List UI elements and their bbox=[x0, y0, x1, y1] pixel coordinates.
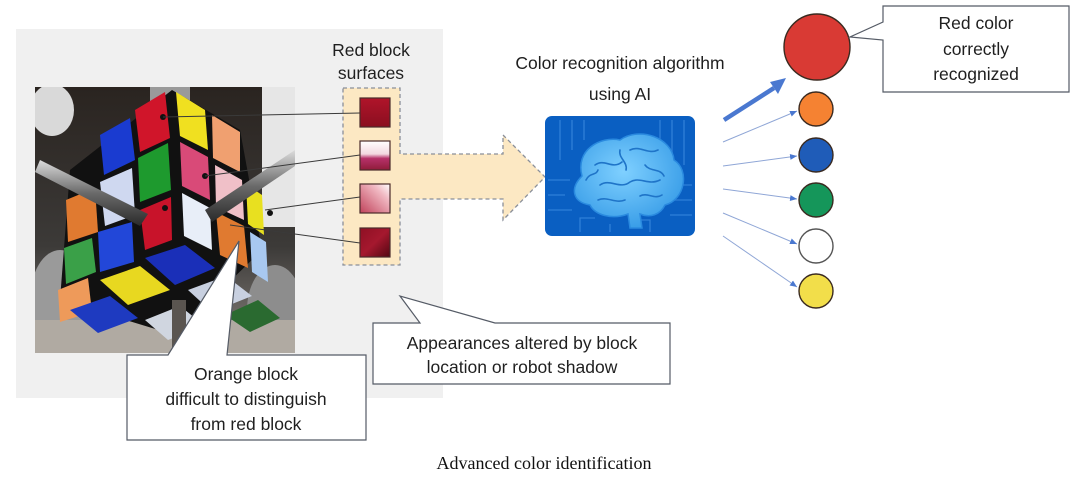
cube-sticker bbox=[180, 142, 210, 200]
orange-callout-text-2: difficult to distinguish bbox=[165, 389, 326, 409]
color-circle-orange bbox=[798, 91, 834, 127]
color-circle-yellow bbox=[798, 273, 834, 309]
input-arrow bbox=[342, 87, 546, 266]
arrow-to-red bbox=[722, 86, 776, 122]
appearances-callout-text-2: location or robot shadow bbox=[427, 357, 618, 377]
appearances-callout-text: Appearances altered by block bbox=[407, 333, 638, 353]
color-circle-red bbox=[783, 13, 851, 81]
red-swatches bbox=[359, 97, 391, 258]
cube-sticker bbox=[135, 92, 170, 152]
cube-sticker bbox=[176, 92, 208, 150]
swatch-glare bbox=[359, 140, 391, 171]
algorithm-label-2: using AI bbox=[589, 84, 651, 104]
swatch-dark-red bbox=[359, 227, 391, 258]
orange-callout-text: Orange block bbox=[194, 364, 298, 384]
cube-sticker bbox=[145, 245, 215, 285]
cube-sticker bbox=[250, 232, 268, 282]
red-callout-text: Red color bbox=[939, 13, 1014, 33]
arrow-to-red-head bbox=[770, 78, 786, 94]
orange-callout-text-3: from red block bbox=[191, 414, 302, 434]
red-callout-text-2: correctly bbox=[943, 39, 1009, 59]
cube-sticker bbox=[98, 222, 134, 272]
cube-sticker bbox=[225, 300, 280, 332]
arrow-to-white bbox=[722, 212, 798, 245]
output-color-circles bbox=[783, 13, 851, 309]
arrow-to-blue bbox=[722, 153, 798, 167]
cube-sticker bbox=[138, 143, 171, 202]
orange-block-callout bbox=[126, 240, 367, 441]
cube-sticker bbox=[70, 296, 138, 333]
ai-brain-icon bbox=[545, 116, 695, 236]
rubiks-cube-photo bbox=[35, 87, 295, 353]
cube-sticker bbox=[182, 193, 212, 250]
output-arrows bbox=[722, 78, 798, 288]
cube-sticker bbox=[100, 266, 170, 305]
arrow-to-orange bbox=[722, 110, 798, 143]
swatch-bright-red bbox=[359, 97, 391, 128]
cube-sticker bbox=[100, 118, 135, 175]
appearances-callout bbox=[372, 294, 671, 385]
panel-title-2: surfaces bbox=[338, 63, 404, 83]
swatch-pink bbox=[359, 183, 391, 214]
color-circle-blue bbox=[798, 137, 834, 173]
red-recognized-callout bbox=[847, 5, 1070, 93]
color-circle-white bbox=[798, 228, 834, 264]
color-circle-green bbox=[798, 182, 834, 218]
cube-sticker bbox=[212, 115, 240, 172]
panel-title: Red block bbox=[332, 40, 410, 60]
cube-sticker bbox=[66, 188, 98, 242]
swatch-connectors bbox=[162, 112, 361, 244]
red-callout-text-3: recognized bbox=[933, 64, 1019, 84]
arrow-to-yellow bbox=[722, 235, 798, 288]
figure-caption: Advanced color identification bbox=[437, 453, 652, 473]
algorithm-label: Color recognition algorithm bbox=[515, 53, 724, 73]
cube-sticker bbox=[64, 238, 96, 284]
cube-sticker bbox=[246, 184, 264, 235]
arrow-to-green bbox=[722, 188, 798, 202]
